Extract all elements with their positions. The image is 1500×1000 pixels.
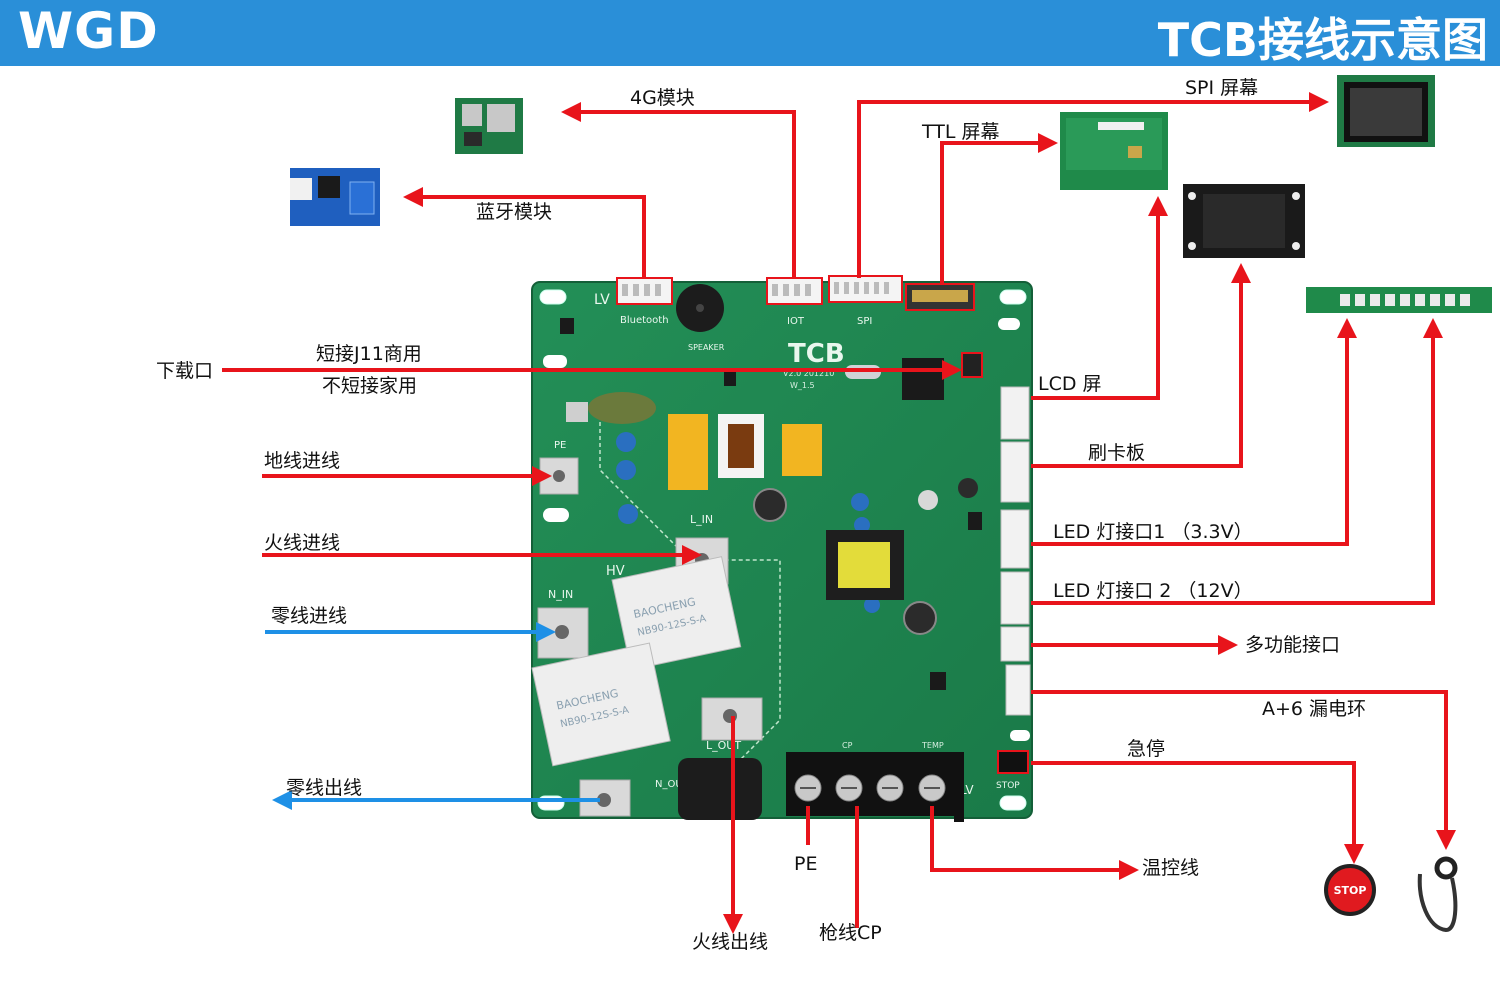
label-leak-ring: A+6 漏电环 <box>1262 698 1366 720</box>
led-board-image <box>1306 287 1492 313</box>
label-multi-port: 多功能接口 <box>1245 634 1340 656</box>
board-pe-label: PE <box>554 440 566 451</box>
board-nin-label: N_IN <box>548 588 573 601</box>
brand-logo-text: WGD <box>18 2 159 60</box>
label-live-out: 火线出线 <box>692 931 768 953</box>
board-lin-label: L_IN <box>690 513 713 526</box>
leakage-ring-image <box>1417 856 1458 933</box>
label-download-port: 下载口 <box>156 360 213 382</box>
bluetooth-module-image <box>290 168 380 226</box>
label-lcd-screen: LCD 屏 <box>1038 373 1102 395</box>
board-name: TCB <box>788 339 845 369</box>
label-led-port1: LED 灯接口1 （3.3V） <box>1053 521 1253 543</box>
board-hv-label: HV <box>606 564 625 579</box>
label-ground-in: 地线进线 <box>264 450 340 472</box>
label-gun-cp: 枪线CP <box>819 922 882 944</box>
label-bluetooth-module: 蓝牙模块 <box>476 201 552 223</box>
board-speaker-label: SPEAKER <box>688 343 725 352</box>
board-nout-label: N_OUT <box>655 779 690 790</box>
board-stop-label: STOP <box>996 781 1020 791</box>
stop-button-image: STOP <box>1324 864 1376 916</box>
board-bluetooth-label: Bluetooth <box>620 315 669 326</box>
spi-screen-image <box>1337 75 1435 147</box>
label-neutral-out: 零线出线 <box>286 777 362 799</box>
board-lv-label: LV <box>594 292 610 308</box>
page-title: TCB接线示意图 <box>1157 13 1488 67</box>
board-lout-label: L_OUT <box>706 739 741 752</box>
label-short-j11: 短接J11商用 <box>316 343 422 365</box>
board-subversion: W_1.5 <box>790 381 815 390</box>
tcb-main-board: LV Bluetooth IOT SPI SPEAKER TCB V2.0 20… <box>531 275 1033 822</box>
label-led-port2: LED 灯接口 2 （12V） <box>1053 580 1253 602</box>
label-spi-screen: SPI 屏幕 <box>1185 77 1258 99</box>
label-4g-module: 4G模块 <box>630 87 695 109</box>
label-no-short: 不短接家用 <box>322 375 417 397</box>
board-temp-label: TEMP <box>921 741 944 750</box>
label-ttl-screen: TTL 屏幕 <box>921 121 1000 143</box>
stop-button-text: STOP <box>1334 884 1367 897</box>
ttl-screen-image <box>1060 112 1168 190</box>
board-spi-label: SPI <box>857 316 872 327</box>
label-neutral-in: 零线进线 <box>271 605 347 627</box>
label-temp-line: 温控线 <box>1142 857 1199 879</box>
board-iot-label: IOT <box>787 316 805 327</box>
blue-wires <box>265 622 600 810</box>
card-reader-image <box>1183 184 1305 258</box>
label-live-in: 火线进线 <box>264 532 340 554</box>
red-wires <box>222 92 1456 934</box>
label-emergency-stop: 急停 <box>1127 738 1165 760</box>
board-cp-label: CP <box>842 741 853 750</box>
module-4g-image <box>455 98 523 154</box>
label-pe: PE <box>794 853 817 875</box>
board-version: V2.0 201210 <box>783 369 834 378</box>
label-card-board: 刷卡板 <box>1088 442 1145 464</box>
header-bar: WGD TCB接线示意图 <box>0 0 1500 67</box>
